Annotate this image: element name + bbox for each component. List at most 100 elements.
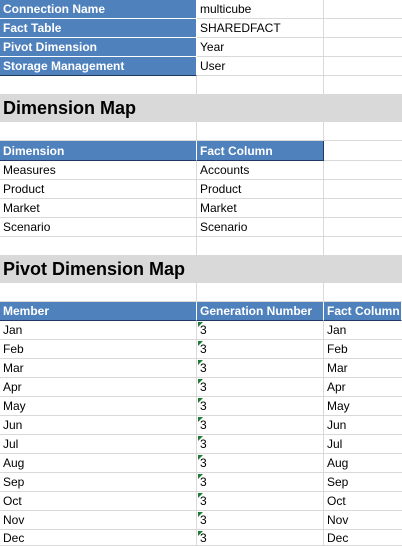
empty-cell[interactable] [324, 122, 402, 141]
fact-column-cell[interactable]: Accounts [197, 161, 324, 180]
generation-number-cell[interactable]: 3 [197, 378, 324, 397]
header-fact-column[interactable]: Fact Column [197, 141, 324, 161]
empty-cell[interactable] [324, 57, 402, 76]
empty-cell[interactable] [324, 76, 402, 95]
empty-cell[interactable] [324, 199, 402, 218]
fact-column-cell[interactable]: May [324, 397, 402, 416]
generation-number-cell[interactable]: 3 [197, 321, 324, 340]
number-as-text-indicator-icon [198, 322, 203, 327]
generation-number-cell[interactable]: 3 [197, 416, 324, 435]
number-as-text-indicator-icon [198, 398, 203, 403]
fact-column-cell[interactable]: Mar [324, 359, 402, 378]
fact-column-cell[interactable]: Scenario [197, 218, 324, 237]
property-value[interactable]: User [197, 57, 324, 76]
empty-row [0, 237, 402, 256]
fact-column-cell[interactable]: Product [197, 180, 324, 199]
member-cell[interactable]: Jan [0, 321, 197, 340]
generation-number-cell[interactable]: 3 [197, 397, 324, 416]
member-cell[interactable]: Sep [0, 473, 197, 492]
property-value[interactable]: Year [197, 38, 324, 57]
generation-number-value: 3 [200, 456, 207, 470]
empty-cell[interactable] [324, 141, 402, 161]
table-row: Jan 3 Jan [0, 321, 402, 340]
fact-column-cell[interactable]: Dec [324, 530, 402, 546]
fact-column-cell[interactable]: Jan [324, 321, 402, 340]
empty-cell[interactable] [0, 122, 197, 141]
property-label[interactable]: Storage Management [0, 57, 197, 76]
generation-number-cell[interactable]: 3 [197, 511, 324, 530]
member-cell[interactable]: Mar [0, 359, 197, 378]
fact-column-cell[interactable]: Oct [324, 492, 402, 511]
fact-column-cell[interactable]: Aug [324, 454, 402, 473]
table-row: Market Market [0, 199, 402, 218]
header-dimension[interactable]: Dimension [0, 141, 197, 161]
property-value[interactable]: multicube [197, 0, 324, 19]
fact-column-cell[interactable]: Nov [324, 511, 402, 530]
member-cell[interactable]: Oct [0, 492, 197, 511]
empty-cell[interactable] [0, 283, 197, 302]
generation-number-value: 3 [200, 494, 207, 508]
property-label[interactable]: Pivot Dimension [0, 38, 197, 57]
empty-cell[interactable] [324, 180, 402, 199]
header-member[interactable]: Member [0, 302, 197, 321]
fact-column-cell[interactable]: Feb [324, 340, 402, 359]
table-row: Aug 3 Aug [0, 454, 402, 473]
pivot-dimension-map-title[interactable]: Pivot Dimension Map [0, 256, 402, 283]
member-cell[interactable]: Nov [0, 511, 197, 530]
empty-cell[interactable] [197, 237, 324, 256]
member-cell[interactable]: May [0, 397, 197, 416]
dimension-cell[interactable]: Measures [0, 161, 197, 180]
header-generation-number[interactable]: Generation Number [197, 302, 324, 321]
generation-number-value: 3 [200, 323, 207, 337]
empty-cell[interactable] [197, 76, 324, 95]
fact-column-cell[interactable]: Sep [324, 473, 402, 492]
property-label[interactable]: Connection Name [0, 0, 197, 19]
generation-number-cell[interactable]: 3 [197, 454, 324, 473]
dimension-map-title[interactable]: Dimension Map [0, 95, 402, 122]
member-cell[interactable]: Jul [0, 435, 197, 454]
fact-column-cell[interactable]: Jun [324, 416, 402, 435]
generation-number-cell[interactable]: 3 [197, 340, 324, 359]
dimension-cell[interactable]: Scenario [0, 218, 197, 237]
empty-cell[interactable] [197, 122, 324, 141]
generation-number-value: 3 [200, 399, 207, 413]
empty-cell[interactable] [324, 218, 402, 237]
fact-column-cell[interactable]: Jul [324, 435, 402, 454]
dimension-map-header-row: Dimension Fact Column [0, 141, 402, 161]
number-as-text-indicator-icon [198, 512, 203, 517]
empty-cell[interactable] [324, 283, 402, 302]
header-fact-column[interactable]: Fact Column [324, 302, 402, 321]
empty-cell[interactable] [324, 0, 402, 19]
member-cell[interactable]: Jun [0, 416, 197, 435]
generation-number-cell[interactable]: 3 [197, 530, 324, 546]
member-cell[interactable]: Feb [0, 340, 197, 359]
table-row: Feb 3 Feb [0, 340, 402, 359]
empty-cell[interactable] [324, 237, 402, 256]
empty-row [0, 122, 402, 141]
empty-cell[interactable] [0, 76, 197, 95]
member-cell[interactable]: Dec [0, 530, 197, 546]
dimension-cell[interactable]: Product [0, 180, 197, 199]
empty-cell[interactable] [0, 237, 197, 256]
empty-cell[interactable] [324, 161, 402, 180]
generation-number-cell[interactable]: 3 [197, 492, 324, 511]
empty-cell[interactable] [324, 19, 402, 38]
generation-number-cell[interactable]: 3 [197, 473, 324, 492]
property-value[interactable]: SHAREDFACT [197, 19, 324, 38]
number-as-text-indicator-icon [198, 379, 203, 384]
generation-number-cell[interactable]: 3 [197, 435, 324, 454]
member-cell[interactable]: Apr [0, 378, 197, 397]
table-row: Sep 3 Sep [0, 473, 402, 492]
empty-cell[interactable] [324, 38, 402, 57]
fact-column-cell[interactable]: Apr [324, 378, 402, 397]
empty-cell[interactable] [197, 283, 324, 302]
table-row: Measures Accounts [0, 161, 402, 180]
member-cell[interactable]: Aug [0, 454, 197, 473]
number-as-text-indicator-icon [198, 531, 203, 536]
fact-column-cell[interactable]: Market [197, 199, 324, 218]
dimension-cell[interactable]: Market [0, 199, 197, 218]
number-as-text-indicator-icon [198, 417, 203, 422]
property-label[interactable]: Fact Table [0, 19, 197, 38]
generation-number-value: 3 [200, 513, 207, 527]
generation-number-cell[interactable]: 3 [197, 359, 324, 378]
